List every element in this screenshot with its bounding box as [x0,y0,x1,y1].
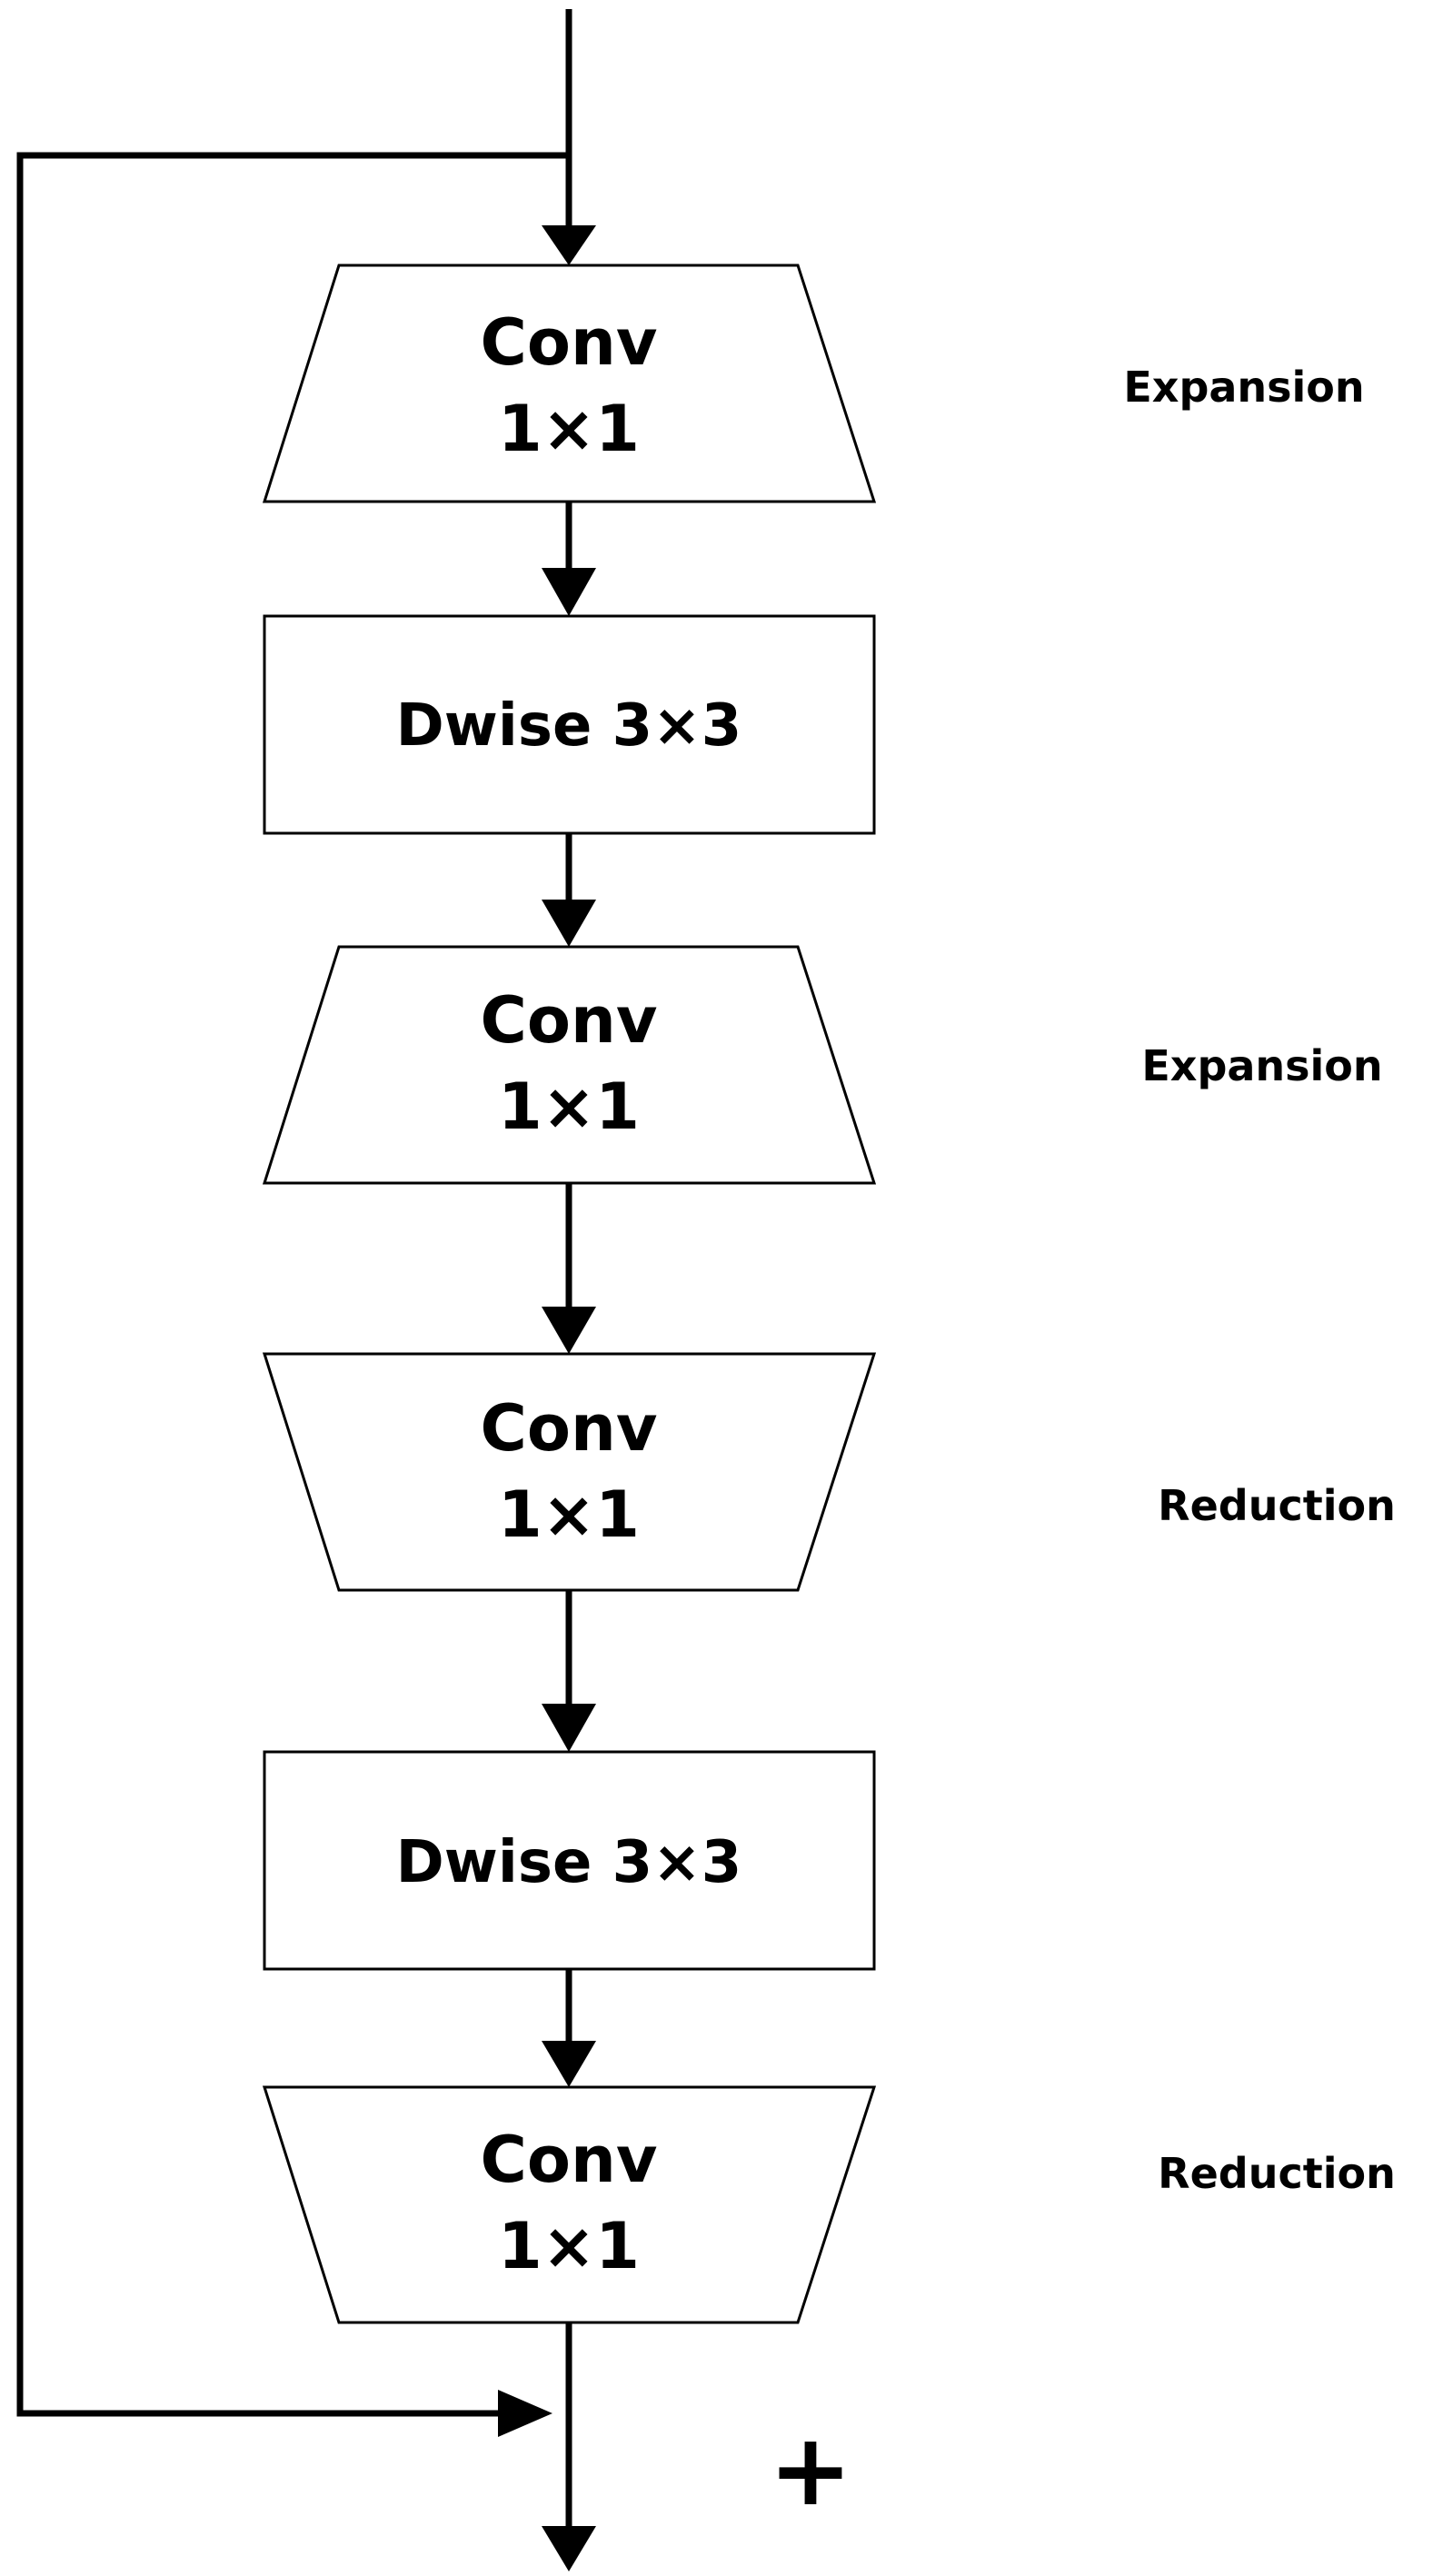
flow-arrowhead [542,1307,596,1354]
block-label-line1: Dwise 3×3 [396,1829,742,1896]
dwise-rect-shape [263,1750,876,1971]
block-label-line2: 1×1 [498,2209,640,2283]
block-label-line1: Dwise 3×3 [396,692,742,760]
block-label-line2: 1×1 [498,1069,640,1144]
block-conv-expansion-1: Conv 1×1 [262,264,877,503]
reduction-trapezoid-shape [262,2085,877,2324]
skip-connection-arrowhead [498,2390,552,2437]
expansion-trapezoid-shape [262,945,877,1185]
expansion-trapezoid-shape [262,264,877,503]
sum-plus-icon: + [769,2412,852,2528]
block-dwise-1: Dwise 3×3 [263,614,876,835]
flow-arrowhead [542,900,596,947]
side-label-reduction: Reduction [1158,2149,1396,2198]
block-label-line2: 1×1 [498,1477,640,1552]
flow-arrowhead [542,1704,596,1752]
block-label-line1: Conv [481,1391,658,1466]
block-label-line2: 1×1 [498,392,640,466]
reduction-trapezoid-shape [262,1352,877,1592]
flow-arrowhead [542,2041,596,2087]
block-label-line1: Conv [481,2123,658,2197]
block-conv-expansion-2: Conv 1×1 [262,945,877,1185]
side-label-reduction: Reduction [1158,1481,1396,1530]
output-arrowhead [542,2526,596,2571]
block-conv-reduction-2: Conv 1×1 [262,2085,877,2324]
block-label-line1: Conv [481,983,658,1058]
dwise-rect-shape [263,614,876,835]
block-conv-reduction-1: Conv 1×1 [262,1352,877,1592]
skip-connection-line [16,152,569,2417]
block-dwise-2: Dwise 3×3 [263,1750,876,1971]
side-label-expansion: Expansion [1123,363,1364,412]
input-arrowhead [542,225,596,265]
flow-arrowhead [542,568,596,616]
block-label-line1: Conv [481,305,658,380]
side-label-expansion: Expansion [1141,1041,1382,1090]
